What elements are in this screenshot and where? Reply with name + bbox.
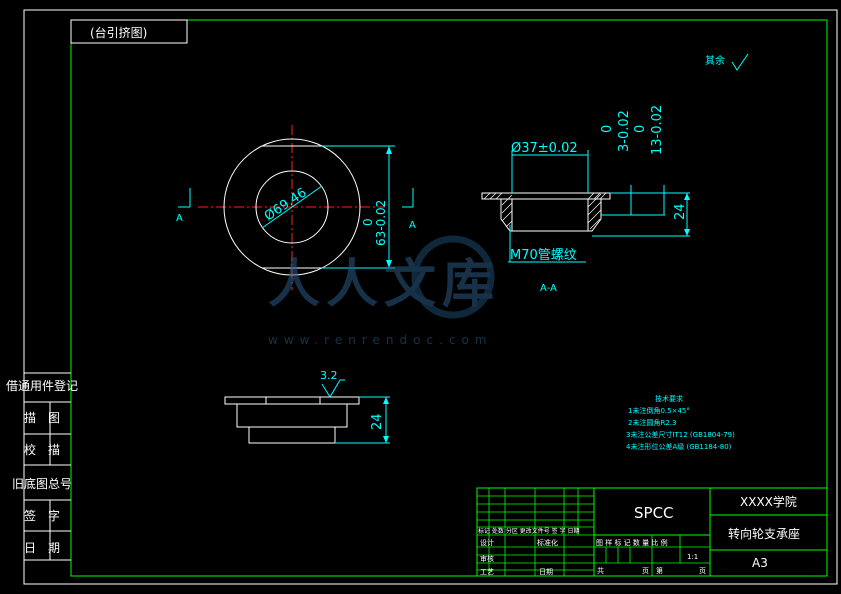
watermark: 人人文库 www.renrendoc.com	[268, 235, 500, 347]
front-dim-arrow-top-icon	[386, 146, 392, 154]
bottom-roughness-icon	[321, 379, 345, 398]
tb-design: 设计	[480, 538, 494, 547]
dim-outer-dia-0: 0	[361, 218, 375, 226]
tech-req-item-3: 3未注公差尺寸IT12 (GB1804-79)	[626, 430, 735, 439]
tech-req-item-2: 2未注圆角R2.3	[628, 418, 676, 427]
dim-bore-dia: Ø37±0.02	[511, 141, 578, 156]
title-block: SPCC XXXX学院 转向轮支承座 A3 标记 处数 分区 更改文件号 签 字…	[476, 487, 828, 577]
side-trace: 描 图	[24, 411, 60, 425]
dim-hole-dia: Ø69.46	[262, 185, 310, 224]
section-hatch-left	[483, 192, 513, 228]
bottom-boss	[248, 426, 336, 444]
bottom-flange	[224, 396, 360, 405]
bottom-view: 3.2 24	[224, 369, 390, 444]
dim-tol-a-main: 3-0.02	[617, 110, 632, 152]
dim-tol-b-main: 13-0.02	[650, 105, 665, 155]
tb-no: 第	[656, 566, 663, 575]
section-hatch-right	[587, 192, 607, 230]
tb-material: SPCC	[634, 504, 674, 522]
front-inner-circle	[255, 170, 329, 244]
tb-school: XXXX学院	[740, 494, 797, 509]
section-outline	[481, 192, 611, 232]
tb-standard: 标准化	[537, 538, 558, 547]
side-check: 校 描	[24, 442, 60, 457]
header-label: (台引挤图)	[90, 25, 147, 40]
dim-height-arrow-top-icon	[684, 193, 690, 200]
tb-part-name: 转向轮支承座	[728, 526, 800, 541]
tb-review: 审核	[480, 554, 494, 563]
dim-roughness: 3.2	[320, 369, 338, 382]
dim-thread: M70管螺纹	[510, 248, 577, 263]
tech-req-item-1: 1未注倒角0.5×45°	[628, 406, 690, 415]
section-label-left: A	[176, 213, 183, 224]
tb-stage-header: 图 样 标 记 数 量 比 例	[596, 538, 668, 547]
tb-header-row: 标记 处数 分区 更改文件号 签 字 日期	[478, 527, 579, 535]
dim-outer-dia-main: 63-0.02	[374, 200, 388, 246]
roughness-note: 其余	[705, 54, 725, 67]
tb-sheet-size: A3	[752, 556, 768, 570]
side-sign: 签 字	[24, 508, 60, 523]
dim-height-arrow-bottom-icon	[684, 229, 690, 236]
watermark-url: www.renrendoc.com	[268, 333, 492, 347]
watermark-cn: 人人文库	[268, 255, 500, 315]
tb-page: 页	[642, 567, 649, 575]
tech-req-title: 技术要求	[655, 394, 683, 403]
tb-process: 工艺	[480, 568, 494, 576]
dim-height-section: 24	[673, 203, 688, 220]
dim-height-bottom: 24	[370, 413, 385, 430]
header-label-box	[70, 19, 188, 44]
tech-requirements: 技术要求 1未注倒角0.5×45° 2未注圆角R2.3 3未注公差尺寸IT12 …	[626, 394, 735, 451]
bottom-body	[236, 403, 348, 428]
dim-tol-a-0: 0	[600, 125, 615, 133]
tb-date: 日期	[539, 568, 553, 576]
roughness-symbol-icon	[731, 53, 749, 71]
bottom-dim-arrow-bottom-icon	[383, 436, 389, 443]
tech-req-item-4: 4未注形位公差A级 (GB1184-80)	[626, 442, 732, 451]
side-register: 借通用件登记 描 图 校 描 旧底图总号 签 字 日 期	[6, 372, 78, 561]
tb-scale: 1:1	[687, 553, 698, 561]
section-view-label: A-A	[540, 283, 557, 294]
section-label-right: A	[409, 220, 416, 231]
front-outer-circle	[223, 138, 361, 276]
side-reg: 借通用件登记	[6, 378, 78, 393]
sheet-border	[23, 9, 838, 585]
section-view: Ø37±0.02 0 3-0.02 0 13-0.02 24 M70管螺纹 A-…	[481, 105, 690, 294]
drawing-frame	[70, 19, 828, 577]
dim-tol-b-0: 0	[633, 125, 648, 133]
bottom-dim-arrow-top-icon	[383, 397, 389, 404]
side-date: 日 期	[24, 541, 60, 555]
front-dia-line	[261, 185, 323, 229]
tb-total: 共	[597, 566, 604, 575]
tb-page2: 页	[699, 567, 706, 575]
watermark-circle-icon	[411, 235, 495, 319]
side-old-no: 旧底图总号	[12, 476, 72, 491]
front-dim-arrow-bottom-icon	[386, 260, 392, 268]
